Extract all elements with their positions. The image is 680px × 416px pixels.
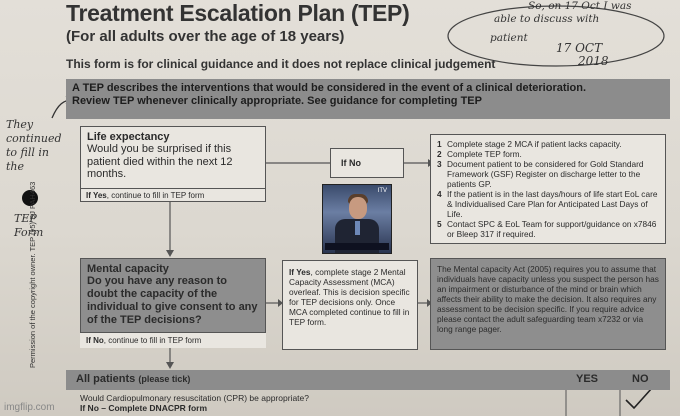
banner-line-1: A TEP describes the interventions that w… — [72, 82, 587, 94]
arrowhead — [166, 362, 174, 369]
life-expectancy-if-yes: If Yes, continue to fill in TEP form — [80, 188, 266, 202]
photo-tag: ITV — [377, 188, 387, 194]
mental-capacity-if-no: If No, continue to fill in TEP form — [80, 332, 266, 348]
if-yes-mca-box: If Yes, complete stage 2 Mental Capacity… — [282, 260, 418, 350]
photo-caption — [325, 243, 389, 250]
handwritten-tep-form: TEP Form — [14, 212, 44, 239]
handwritten-note: So, on 17 Oct I was able to discuss with… — [490, 0, 632, 44]
tep-description-banner: A TEP describes the interventions that w… — [66, 79, 670, 119]
arrowhead — [427, 299, 432, 307]
life-expectancy-box: Life expectancy Would you be surprised i… — [80, 126, 266, 202]
copyright-side-text: Permission of the copyright owner. TEP (… — [28, 181, 37, 368]
life-expectancy-heading: Life expectancy — [87, 131, 170, 143]
mca-act-note: The Mental capacity Act (2005) requires … — [430, 258, 666, 350]
form-subtitle: (For all adults over the age of 18 years… — [66, 28, 345, 45]
if-no-tag: If No — [330, 148, 404, 178]
imgflip-watermark: imgflip.com — [4, 402, 55, 413]
life-expectancy-question: Would you be surprised if this patient d… — [87, 143, 233, 180]
guidance-text: This form is for clinical guidance and i… — [66, 57, 496, 71]
cpr-question: Would Cardiopulmonary resuscitation (CPR… — [80, 393, 309, 413]
no-column-header: NO — [632, 373, 649, 385]
all-patients-header: All patients (please tick) — [66, 370, 670, 390]
if-yes-rest: , continue to fill in TEP form — [106, 191, 205, 200]
handwritten-dot — [22, 190, 38, 206]
if-yes-bold: If Yes — [86, 191, 107, 200]
arrowhead — [278, 299, 283, 307]
handwritten-date: 17 OCT 2018 — [556, 41, 609, 68]
yes-column-header: YES — [576, 373, 599, 385]
arrowhead — [166, 250, 174, 257]
inset-photo: ITV — [322, 184, 392, 254]
form-title: Treatment Escalation Plan (TEP) — [66, 0, 410, 26]
handwritten-margin-note: They continued to fill in the — [6, 118, 62, 173]
banner-line-2: Review TEP whenever clinically appropria… — [72, 95, 482, 107]
mental-capacity-question: Do you have any reason to doubt the capa… — [87, 275, 258, 326]
tick-mark — [625, 387, 653, 410]
handwriting-oval — [447, 5, 665, 67]
mental-capacity-heading: Mental capacity — [87, 263, 169, 275]
